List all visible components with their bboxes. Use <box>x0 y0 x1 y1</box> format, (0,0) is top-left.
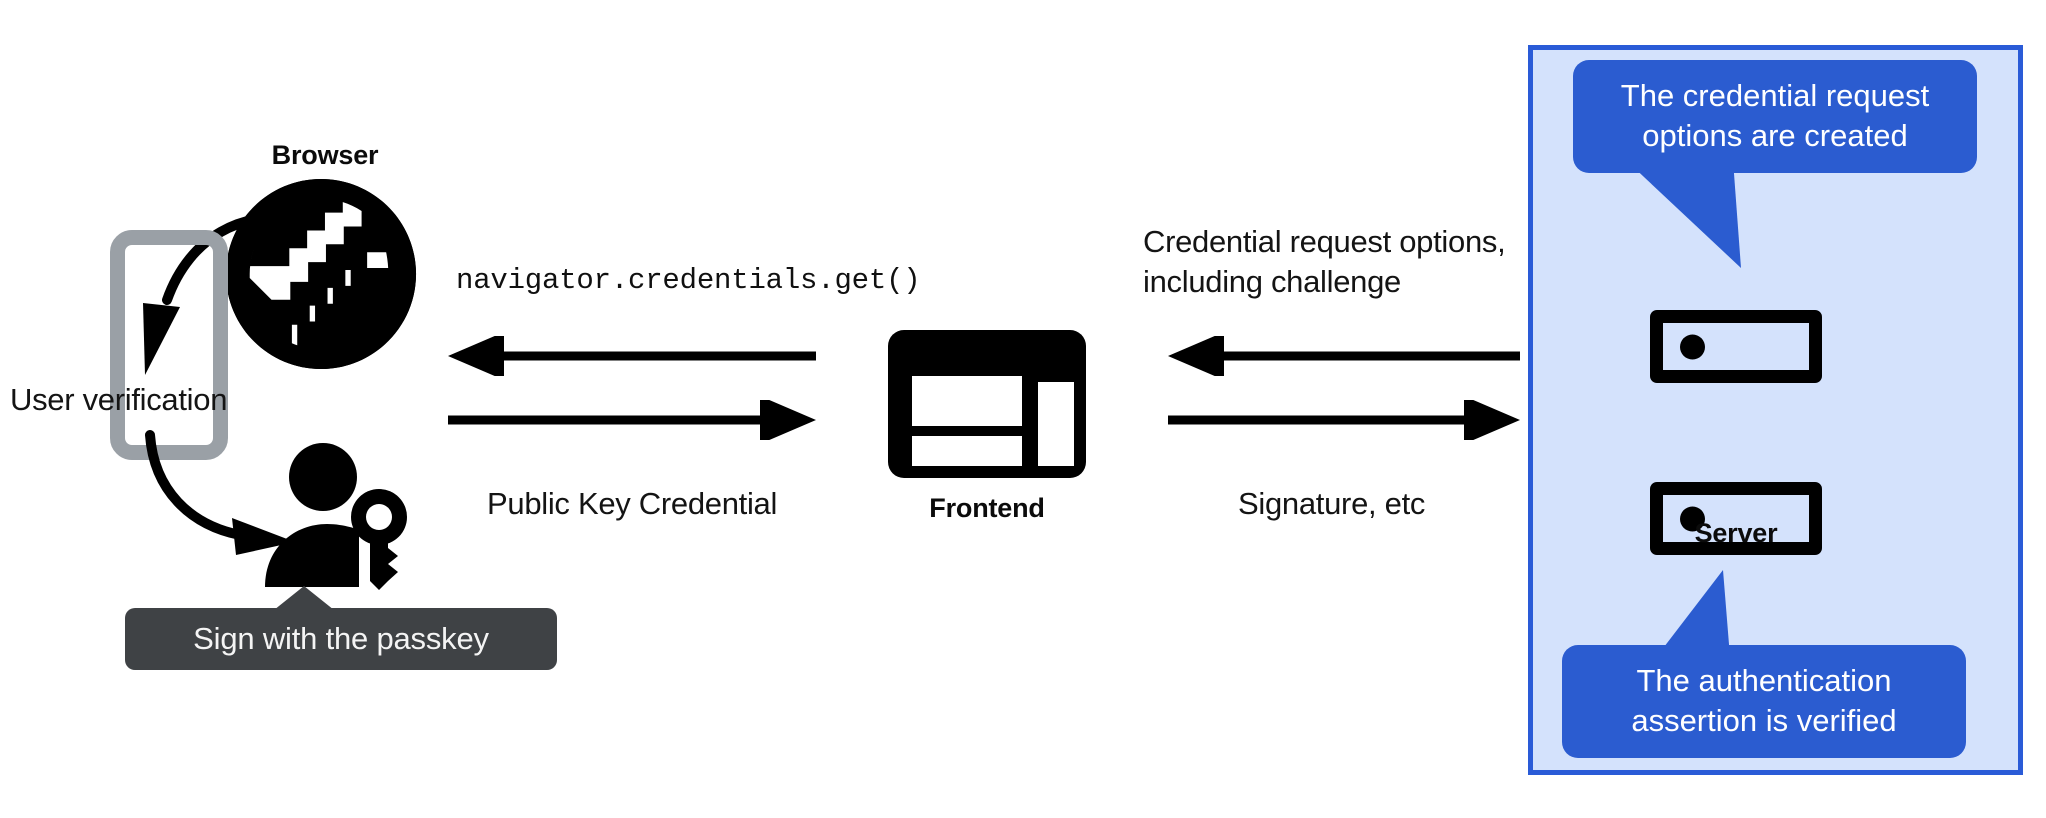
arrow-frontend-to-browser <box>448 336 816 376</box>
user-verification-label: User verification <box>10 382 228 417</box>
passkey-tooltip-tail <box>274 586 334 610</box>
credential-request-options-line1: Credential request options, <box>1143 224 1506 259</box>
credential-request-options-label: Credential request options, including ch… <box>1143 222 1543 301</box>
server-callout-top-tail <box>1628 160 1741 268</box>
server-rack-top <box>1650 310 1822 383</box>
curved-arrow-globe-to-phone-icon <box>143 212 300 375</box>
server-callout-top-line1: The credential request <box>1620 78 1930 113</box>
passkey-tooltip: Sign with the passkey <box>125 608 557 670</box>
public-key-credential-label: Public Key Credential <box>487 486 778 521</box>
server-rack-indicator-icon <box>1680 334 1705 359</box>
server-callout-bottom: The authentication assertion is verified <box>1562 645 1966 758</box>
credential-request-options-line2: including challenge <box>1143 263 1401 299</box>
server-label: Server <box>1694 518 1778 548</box>
person-with-key-icon <box>265 443 407 590</box>
smartphone-icon <box>110 230 228 460</box>
arrow-browser-to-frontend <box>448 400 816 440</box>
globe-icon <box>225 178 417 370</box>
curved-arrow-phone-to-user-icon <box>145 430 295 555</box>
server-rack-indicator-icon <box>1680 506 1705 531</box>
smartphone-home-bar-icon <box>150 416 192 426</box>
navigator-credentials-get-label: navigator.credentials.get() <box>456 264 921 297</box>
signature-etc-label: Signature, etc <box>1238 486 1426 521</box>
frontend-label: Frontend <box>929 493 1045 523</box>
server-callout-top-line2: options are created <box>1642 118 1908 154</box>
server-callout-bottom-line2: assertion is verified <box>1631 703 1897 739</box>
server-callout-bottom-line1: The authentication <box>1636 663 1892 698</box>
server-callout-top: The credential request options are creat… <box>1573 60 1977 173</box>
arrow-frontend-to-server <box>1168 400 1520 440</box>
server-rack-bottom <box>1650 482 1822 555</box>
web-layout-icon <box>888 330 1086 478</box>
browser-label: Browser <box>271 140 379 170</box>
arrow-server-to-frontend <box>1168 336 1520 376</box>
